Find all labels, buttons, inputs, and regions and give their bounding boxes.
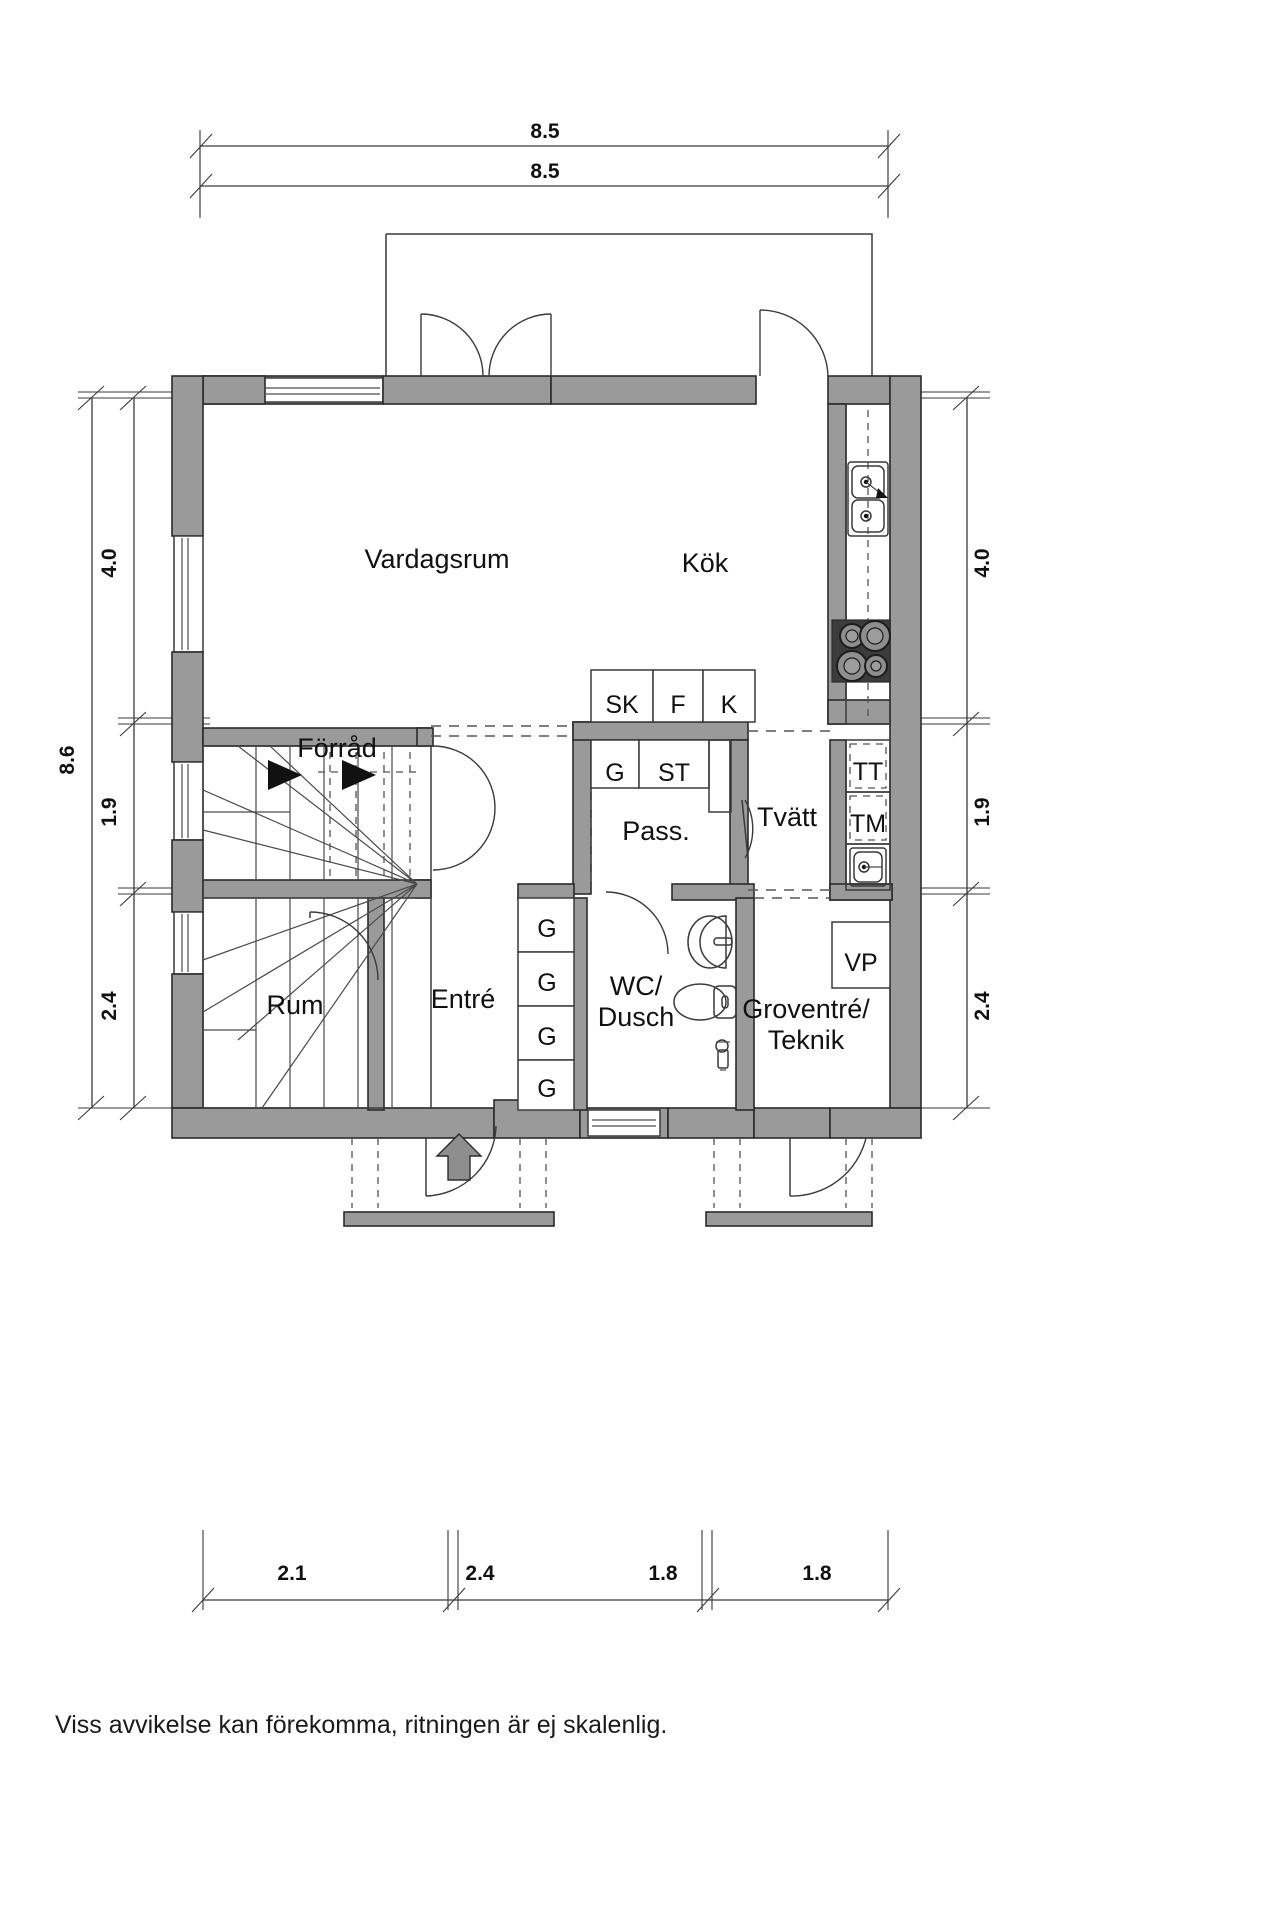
- wardrobe-g3-label: G: [537, 1023, 556, 1051]
- laundry-appliances: TT TM: [845, 739, 891, 891]
- entrance-porch: [343, 1133, 873, 1227]
- kitchen-sink-icon: [847, 461, 889, 537]
- dimension-bottom-seg-3: 1.8: [648, 1562, 678, 1585]
- kitchen-unit-sk-label: SK: [605, 691, 639, 719]
- laundry-sink-icon: [845, 843, 891, 891]
- vp-label: VP: [844, 949, 877, 977]
- technical-unit: VP: [831, 921, 891, 989]
- dimension-bottom-seg-4: 1.8: [802, 1562, 832, 1585]
- dimension-top-outer: 8.5: [530, 120, 560, 143]
- toilet-icon: [673, 983, 737, 1021]
- kitchen-unit-g-box: [590, 739, 640, 789]
- bathroom-fixtures: [673, 915, 737, 1071]
- bottom-dimension-group: 2.1 2.4 1.8 1.8: [191, 1530, 901, 1613]
- laundry-tm-label: TM: [850, 810, 886, 838]
- kitchen-unit-sk-box: [590, 669, 654, 723]
- room-label-entre: Entré: [431, 984, 496, 1014]
- dimension-right-seg-2: 1.9: [971, 797, 994, 826]
- entry-wardrobes: G G G G: [517, 897, 575, 1111]
- kitchen-unit-k-box: [702, 669, 756, 723]
- dimension-left-seg-2: 1.9: [98, 797, 121, 826]
- exterior-walls: [171, 375, 922, 1139]
- vp-box: [831, 921, 891, 989]
- room-label-rum: Rum: [266, 990, 323, 1020]
- dimension-left-total: 8.6: [56, 745, 79, 774]
- room-label-groventre-line2: Teknik: [768, 1025, 845, 1055]
- kitchen-units: SK F K G ST: [590, 669, 756, 813]
- wardrobe-g2-label: G: [537, 969, 556, 997]
- dimension-left-seg-1: 4.0: [98, 548, 121, 577]
- kitchen-unit-g-label: G: [605, 759, 624, 787]
- wardrobe-g1-label: G: [537, 915, 556, 943]
- top-dimension-group: 8.5 8.5: [189, 120, 901, 218]
- room-label-wc-line1: WC/: [610, 971, 663, 1001]
- kitchen-unit-k-label: K: [721, 691, 738, 719]
- room-label-groventre-line1: Groventré/: [742, 994, 870, 1024]
- room-label-tvatt: Tvätt: [757, 802, 818, 832]
- laundry-tt-label: TT: [853, 758, 884, 786]
- kitchen-unit-f-box: [652, 669, 704, 723]
- wardrobe-g4-box: [517, 1059, 575, 1111]
- washbasin-icon: [687, 915, 733, 969]
- wardrobe-g3-box: [517, 1005, 575, 1061]
- kitchen-stove-icon: [831, 619, 891, 683]
- dimension-left-seg-3: 2.4: [98, 991, 121, 1021]
- doors: [309, 309, 867, 1197]
- room-labels: Vardagsrum Kök Pass. Tvätt Rum Entré WC/…: [266, 544, 870, 1055]
- room-label-kok: Kök: [682, 548, 729, 578]
- dimension-right-seg-3: 2.4: [971, 991, 994, 1021]
- room-label-pass: Pass.: [622, 816, 690, 846]
- dimension-top-inner: 8.5: [530, 160, 560, 183]
- left-dimension-group: 8.6 4.0 1.9 2.4: [56, 385, 210, 1121]
- shower-icon: [715, 1039, 730, 1071]
- dimension-bottom-seg-2: 2.4: [465, 1562, 495, 1585]
- room-label-wc-line2: Dusch: [598, 1002, 675, 1032]
- wardrobe-g4-label: G: [537, 1075, 556, 1103]
- kitchen-unit-f-label: F: [670, 691, 685, 719]
- room-label-forrad: Förråd: [297, 733, 377, 763]
- terrace-outline: [385, 233, 873, 376]
- kitchen-counter-right: [831, 403, 891, 725]
- dimension-bottom-seg-1: 2.1: [277, 1562, 307, 1585]
- wardrobe-g1-box: [517, 897, 575, 953]
- room-label-vardagsrum: Vardagsrum: [364, 544, 509, 574]
- disclaimer-caption: Viss avvikelse kan förekomma, ritningen …: [55, 1711, 667, 1739]
- dimension-right-seg-1: 4.0: [971, 548, 994, 577]
- staircase: Förråd: [202, 733, 432, 1109]
- kitchen-unit-st-label: ST: [658, 759, 690, 787]
